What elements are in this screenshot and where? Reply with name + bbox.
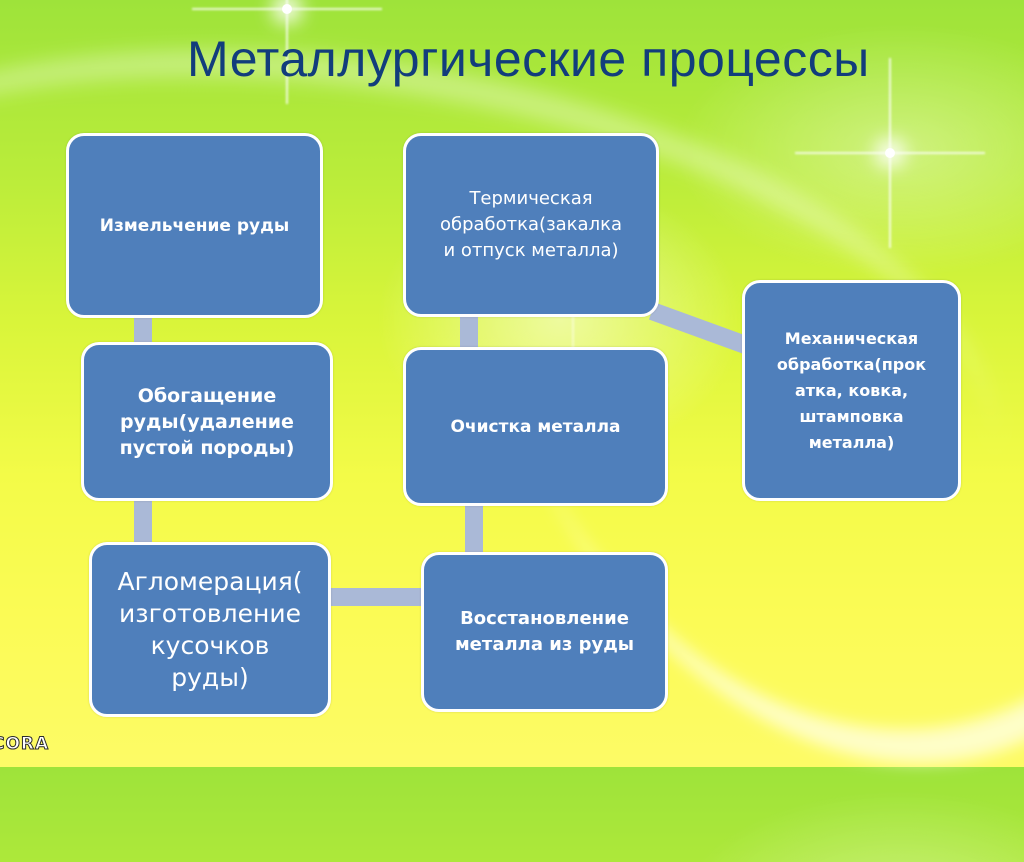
node-label: Агломерация( изготовление кусочков руды)	[117, 566, 303, 692]
sparkle-decoration	[282, 4, 292, 14]
sparkle-decoration	[885, 148, 895, 158]
connector-heat-treatment-mechanical	[648, 302, 751, 355]
connector-refining-heat-treatment	[460, 315, 478, 350]
node-enrichment: Обогащение руды(удаление пустой породы)	[81, 342, 333, 501]
node-refining: Очистка металла	[403, 347, 668, 506]
node-label: Очистка металла	[450, 416, 621, 437]
node-label: Измельчение руды	[99, 215, 290, 236]
watermark-logo: CORA	[0, 734, 50, 755]
node-label: Восстановление металла из руды	[454, 608, 635, 655]
slide-title: Металлургические процессы	[187, 31, 870, 87]
node-label: Термическая обработка(закалка и отпуск м…	[439, 188, 622, 261]
node-mechanical: Механическая обработка(прок атка, ковка,…	[742, 280, 961, 501]
connector-enrichment-agglomeration	[134, 499, 152, 545]
node-reduction: Восстановление металла из руды	[421, 552, 668, 712]
node-agglomeration: Агломерация( изготовление кусочков руды)	[89, 542, 331, 717]
node-crushing: Измельчение руды	[66, 133, 323, 318]
node-heat-treatment: Термическая обработка(закалка и отпуск м…	[403, 133, 659, 317]
node-label: Обогащение руды(удаление пустой породы)	[119, 384, 295, 459]
node-label: Механическая обработка(прок атка, ковка,…	[776, 328, 927, 452]
connector-crushing-enrichment	[134, 316, 152, 346]
connector-reduction-refining	[465, 504, 483, 555]
connector-agglomeration-reduction	[329, 588, 424, 606]
